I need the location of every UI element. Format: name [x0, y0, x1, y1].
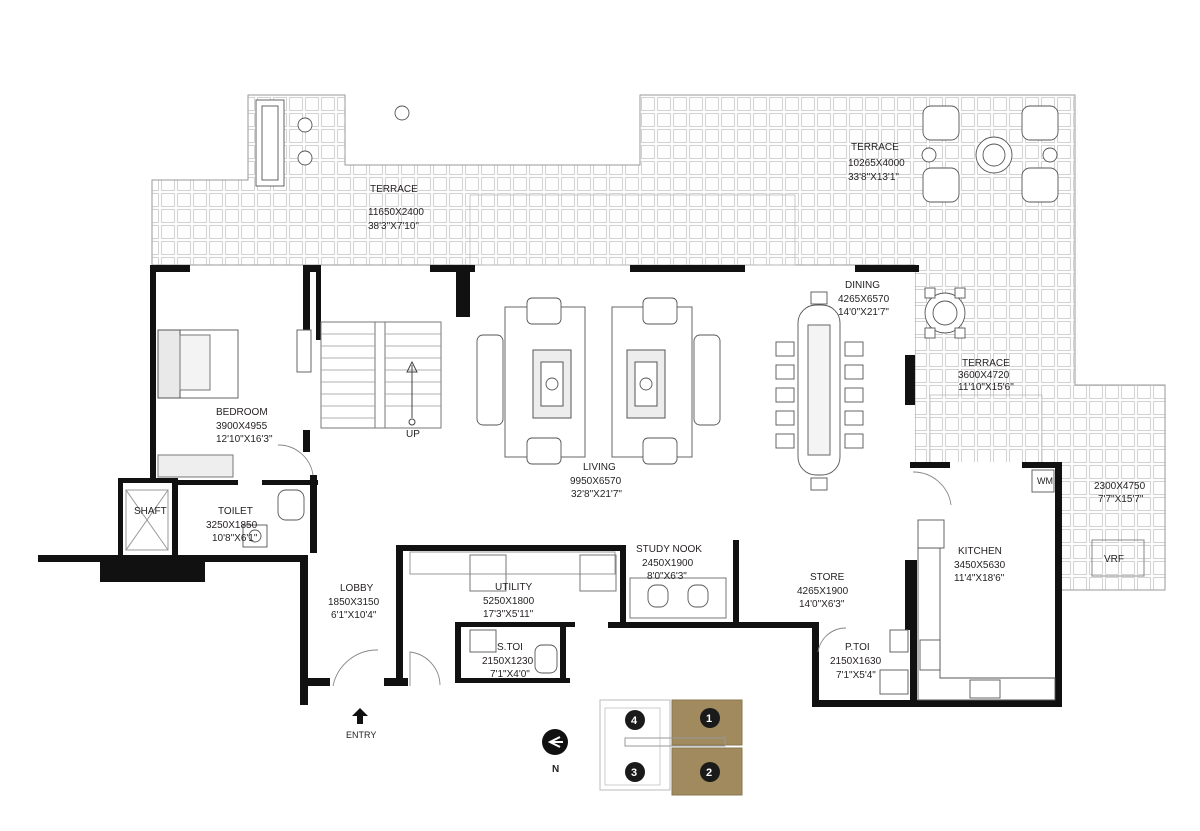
terrace-small-dim-ft: 7'7"X15'7" [1098, 494, 1144, 505]
terrace-right-dim-ft: 33'8"X13'1" [848, 172, 899, 183]
room-labels: TERRACE 11650X2400 38'3"X7'10" TERRACE 1… [134, 142, 1146, 740]
terrace-mid-dim-mm: 3600X4720 [958, 370, 1010, 381]
store-dim-mm: 4265X1900 [797, 586, 849, 597]
stair-up-label: UP [406, 429, 420, 440]
utility-dim-ft: 17'3"X5'11" [483, 609, 534, 620]
utility-fixtures [409, 551, 909, 695]
wm-label: WM [1037, 476, 1053, 486]
store-name: STORE [810, 572, 845, 583]
study-dim-mm: 2450X1900 [642, 558, 694, 569]
kitchen-dim-mm: 3450X5630 [954, 560, 1006, 571]
bedroom-name: BEDROOM [216, 407, 268, 418]
lobby-dim-ft: 6'1"X10'4" [331, 610, 377, 621]
key-plan-unit-3-number: 3 [631, 767, 637, 779]
dining-table [775, 291, 864, 491]
terrace-top-name: TERRACE [370, 184, 418, 195]
terrace-small-dim-mm: 2300X4750 [1094, 481, 1146, 492]
doors [277, 444, 952, 687]
key-plan: 1 2 3 4 [599, 699, 743, 796]
shaft-label: SHAFT [134, 506, 167, 517]
key-plan-unit-2-number: 2 [706, 767, 712, 779]
toilet-dim-ft: 10'8"X6'1" [212, 533, 258, 544]
key-plan-unit-1-marker [700, 708, 720, 728]
study-dim-ft: 8'0"X6'3" [647, 571, 687, 582]
living-sofa-set-left [476, 297, 586, 465]
kitchen-counter [917, 469, 1145, 701]
terrace-mid-dim-ft: 11'10"X15'6" [958, 382, 1014, 393]
north-label: N [552, 764, 559, 775]
terrace-mid-name: TERRACE [962, 358, 1010, 369]
entry-label: ENTRY [346, 730, 376, 740]
bedroom-desk [296, 329, 312, 373]
lobby-name: LOBBY [340, 583, 374, 594]
utility-name: UTILITY [495, 582, 533, 593]
study-name: STUDY NOOK [636, 544, 702, 555]
living-dim-mm: 9950X6570 [570, 476, 622, 487]
terrace-top-dim-ft: 38'3"X7'10" [368, 221, 419, 232]
north-arrow-icon: N [542, 729, 568, 775]
utility-dim-mm: 5250X1800 [483, 596, 535, 607]
terrace-seating-furniture [921, 105, 1059, 339]
lobby-dim-mm: 1850X3150 [328, 597, 380, 608]
dining-dim-mm: 4265X6570 [838, 294, 890, 305]
bed [157, 329, 239, 478]
kitchen-name: KITCHEN [958, 546, 1002, 557]
kitchen-dim-ft: 11'4"X18'6" [954, 573, 1005, 584]
living-sofa-set-right [611, 297, 721, 465]
stair-up-icon [406, 360, 418, 426]
ptoi-dim-mm: 2150X1630 [830, 656, 882, 667]
stoi-dim-mm: 2150X1230 [482, 656, 534, 667]
bedroom-dim-ft: 12'10"X16'3" [216, 434, 273, 445]
key-plan-unit-1-number: 1 [706, 713, 712, 725]
ptoi-name: P.TOI [845, 642, 870, 653]
terrace-top-dim-mm: 11650X2400 [368, 207, 424, 218]
key-plan-unit-3-marker [625, 762, 645, 782]
ptoi-dim-ft: 7'1"X5'4" [836, 670, 876, 681]
vrf-label: VRF [1104, 554, 1124, 565]
bedroom-dim-mm: 3900X4955 [216, 421, 268, 432]
toilet-name: TOILET [218, 506, 253, 517]
toilet-dim-mm: 3250X1850 [206, 520, 258, 531]
dining-dim-ft: 14'0"X21'7" [838, 307, 889, 318]
living-dim-ft: 32'8"X21'7" [571, 489, 622, 500]
walls [38, 265, 1062, 707]
dining-name: DINING [845, 280, 880, 291]
living-name: LIVING [583, 462, 616, 473]
key-plan-unit-4-number: 4 [631, 715, 638, 727]
terrace-lounge-furniture [255, 99, 410, 187]
terrace-right-dim-mm: 10265X4000 [848, 158, 905, 169]
stoi-name: S.TOI [497, 642, 523, 653]
key-plan-unit-2-marker [700, 762, 720, 782]
store-dim-ft: 14'0"X6'3" [799, 599, 845, 610]
entry-arrow-icon [352, 708, 368, 724]
toilet-fixtures [125, 489, 305, 551]
terrace-right-name: TERRACE [851, 142, 899, 153]
stoi-dim-ft: 7'1"X4'0" [490, 669, 530, 680]
staircase [320, 321, 442, 429]
key-plan-unit-4-marker [625, 710, 645, 730]
